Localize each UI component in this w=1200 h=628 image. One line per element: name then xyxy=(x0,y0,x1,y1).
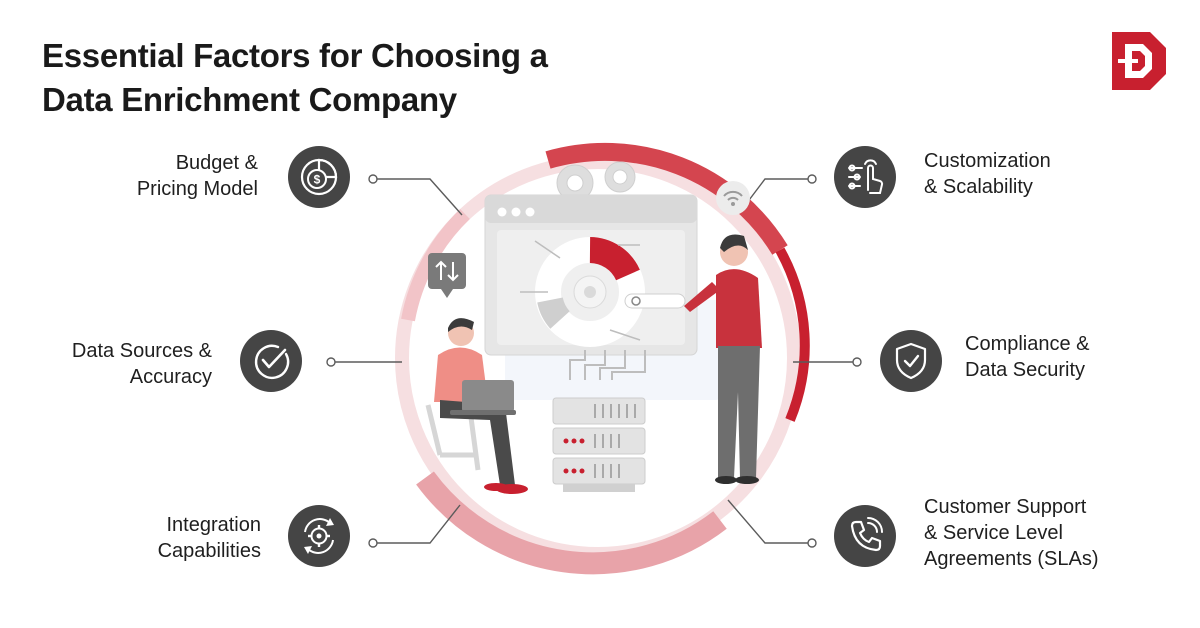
factor-budget-line2: Pricing Model xyxy=(136,178,258,200)
factor-data-sources-line1: Data Sources & xyxy=(71,340,212,362)
factor-budget: Budget & Pricing Model xyxy=(60,150,258,202)
standing-person xyxy=(684,234,762,484)
factor-support-line1: Customer Support xyxy=(924,496,1087,518)
seated-person xyxy=(425,318,528,494)
ring-segment-bottom xyxy=(416,471,727,575)
svg-text:$: $ xyxy=(314,173,321,187)
title-line-2: Data Enrichment Company xyxy=(42,81,457,118)
page-title: Essential Factors for Choosing a Data En… xyxy=(42,34,642,122)
shield-check-icon xyxy=(880,330,942,392)
ring-segment-right xyxy=(775,247,810,422)
factor-integration: Integration Capabilities xyxy=(60,512,261,564)
factor-data-sources-line2: Accuracy xyxy=(129,366,212,388)
dollar-chart-icon: $ xyxy=(288,146,350,208)
factor-support: Customer Support & Service Level Agreeme… xyxy=(924,494,1164,572)
factor-customization: Customization & Scalability xyxy=(924,148,1104,200)
brand-logo xyxy=(1112,32,1166,90)
title-line-1: Essential Factors for Choosing a xyxy=(42,37,548,74)
factor-compliance-line2: Data Security xyxy=(965,359,1086,381)
factor-customization-line1: Customization xyxy=(924,150,1051,172)
gear-sync-icon xyxy=(288,505,350,567)
factor-data-sources: Data Sources & Accuracy xyxy=(20,338,212,390)
connectors-left xyxy=(326,174,463,548)
wifi-badge xyxy=(716,181,750,215)
cables xyxy=(569,350,646,380)
factor-support-line2: & Service Level xyxy=(924,522,1063,544)
donut-chart xyxy=(520,237,686,347)
transfer-badge xyxy=(428,253,466,298)
factor-integration-line2: Capabilities xyxy=(157,540,261,562)
ring-segment-top xyxy=(545,142,788,255)
check-circle-icon xyxy=(240,330,302,392)
touch-settings-icon xyxy=(834,146,896,208)
phone-call-icon xyxy=(834,505,896,567)
factor-integration-line1: Integration xyxy=(166,514,261,536)
factor-compliance-line1: Compliance & xyxy=(965,333,1090,355)
factor-customization-line2: & Scalability xyxy=(924,176,1033,198)
factor-compliance: Compliance & Data Security xyxy=(965,331,1145,383)
gears xyxy=(556,161,636,202)
factor-budget-line1: Budget & xyxy=(175,152,258,174)
server-rack xyxy=(552,397,646,492)
factor-support-line3: Agreements (SLAs) xyxy=(924,548,1099,570)
